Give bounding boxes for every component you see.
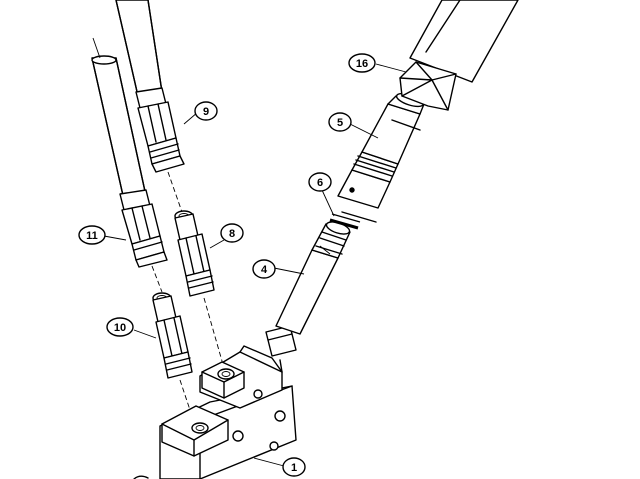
callout-5-label: 5 bbox=[337, 117, 343, 129]
callout-8-label: 8 bbox=[229, 228, 235, 240]
leader-11 bbox=[103, 235, 127, 241]
callout-10-label: 10 bbox=[114, 322, 126, 334]
coupler-part-8 bbox=[174, 210, 215, 297]
coupler-part-10 bbox=[152, 292, 193, 379]
hose-left bbox=[91, 55, 147, 201]
leader-16 bbox=[375, 63, 407, 73]
callout-6-label: 6 bbox=[317, 177, 323, 189]
hose-fitting-part-9 bbox=[135, 87, 185, 173]
leader-6 bbox=[321, 189, 335, 217]
callout-4: 4 bbox=[252, 259, 276, 279]
leader-4 bbox=[273, 267, 305, 275]
callout-8: 8 bbox=[220, 223, 244, 243]
callout-11-label: 11 bbox=[86, 230, 98, 242]
centerline-11 bbox=[151, 265, 163, 293]
o-ring-part-6 bbox=[329, 213, 361, 230]
partial-callout-bottom bbox=[133, 475, 149, 479]
callout-16-label: 16 bbox=[356, 58, 368, 70]
nut-part-16 bbox=[399, 61, 457, 111]
cylinder-part-5 bbox=[337, 92, 425, 223]
callout-9: 9 bbox=[194, 101, 218, 121]
leader-10 bbox=[133, 329, 157, 339]
centerline-10 bbox=[179, 379, 193, 417]
manifold-block-part-1 bbox=[159, 345, 297, 479]
leader-5 bbox=[349, 123, 379, 139]
leader-8 bbox=[209, 239, 225, 249]
callout-5: 5 bbox=[328, 112, 352, 132]
leader-1 bbox=[253, 457, 285, 467]
centerline-9 bbox=[167, 171, 183, 213]
callout-1-label: 1 bbox=[291, 462, 297, 474]
callout-11: 11 bbox=[78, 225, 106, 245]
hose-right bbox=[115, 0, 163, 97]
callout-16: 16 bbox=[348, 53, 376, 73]
centerline-8 bbox=[203, 297, 225, 369]
hose-leader-line bbox=[92, 37, 101, 59]
callout-6: 6 bbox=[308, 172, 332, 192]
callout-10: 10 bbox=[106, 317, 134, 337]
callout-1: 1 bbox=[282, 457, 306, 477]
piston-rod-part-4 bbox=[265, 221, 351, 357]
callout-9-label: 9 bbox=[203, 106, 209, 118]
callout-4-label: 4 bbox=[261, 264, 268, 276]
hose-fitting-part-11 bbox=[119, 189, 168, 268]
